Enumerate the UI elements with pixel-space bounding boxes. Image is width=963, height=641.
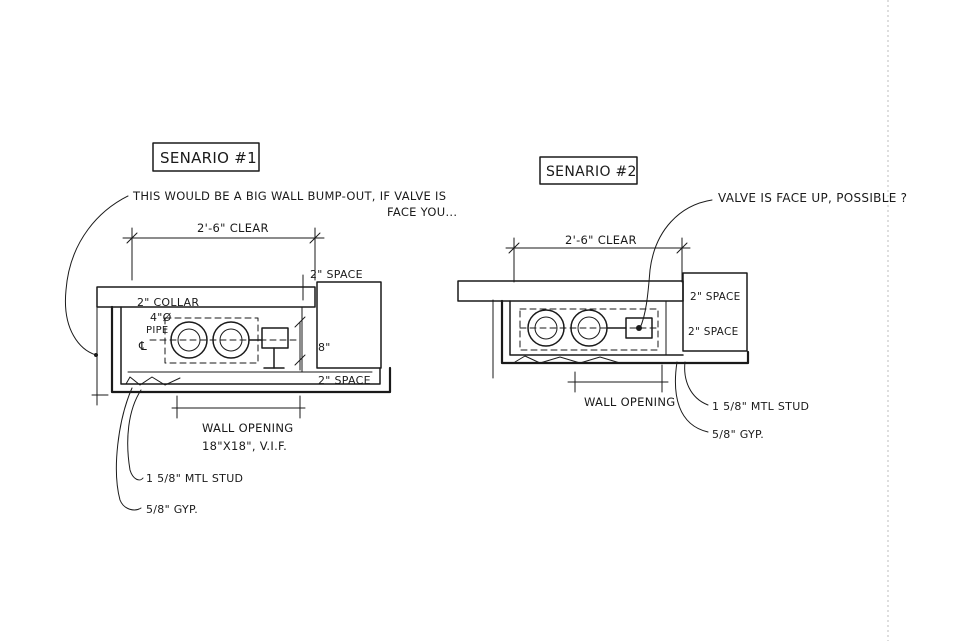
scenario-1-title: SENARIO #1 (160, 149, 257, 167)
scenario-1-8in-label: 8" (318, 341, 331, 354)
scenario-1-wall-slab (96, 286, 316, 308)
scenario-1-note-leader (64, 195, 129, 356)
scenario-1-space-top-label: 2" SPACE (310, 268, 363, 281)
scenario-1-clear-label: 2'-6" CLEAR (197, 221, 269, 235)
scenario-2-space-top-label: 2" SPACE (690, 291, 741, 303)
scenario-1-column (316, 281, 382, 369)
scenario-2-group: SENARIO #2 VALVE IS FACE UP, POSSIBLE ? … (457, 156, 907, 441)
scenario-1-title-box (152, 142, 260, 172)
scenario-2-title: SENARIO #2 (546, 164, 637, 180)
scenario-1-stud-label: 1 5/8" MTL STUD (146, 472, 243, 485)
scenario-1-enclosure (110, 305, 392, 394)
scenario-1-wall-opening-size: 18"X18", V.I.F. (202, 439, 287, 453)
scenario-1-pipe-word-label: PIPE (146, 325, 169, 336)
scenario-2-stud-label: 1 5/8" MTL STUD (712, 400, 809, 413)
scenario-2-gyp-label: 5/8" GYP. (712, 428, 764, 441)
scenario-2-note: VALVE IS FACE UP, POSSIBLE ? (718, 191, 907, 205)
scenario-2-column (682, 272, 748, 352)
scenario-2-wall-opening-label: WALL OPENING (584, 395, 675, 409)
scenario-2-enclosure (500, 299, 750, 365)
scenario-1-note-line-2: FACE YOU... (387, 205, 457, 219)
scenario-2-clear-label: 2'-6" CLEAR (565, 233, 637, 247)
scenario-1-gyp-label: 5/8" GYP. (146, 503, 198, 516)
scenario-1-collar-label: 2" COLLAR (137, 296, 199, 309)
scenario-1-centerline-label: ℄ (138, 339, 147, 353)
scenario-2-space-bottom-label: 2" SPACE (688, 326, 739, 338)
scenario-1-group: SENARIO #1 THIS WOULD BE A BIG WALL BUMP… (64, 142, 457, 516)
scenario-1-valve-body (261, 327, 289, 349)
scenario-1-note-line-1: THIS WOULD BE A BIG WALL BUMP-OUT, IF VA… (132, 189, 446, 203)
scenario-2-title-box (539, 156, 638, 185)
scenario-1-space-bottom-label: 2" SPACE (318, 374, 371, 387)
scenario-1-pipe-size-label: 4"Ø (150, 311, 172, 324)
scenario-1-wall-opening-label: WALL OPENING (202, 421, 293, 435)
